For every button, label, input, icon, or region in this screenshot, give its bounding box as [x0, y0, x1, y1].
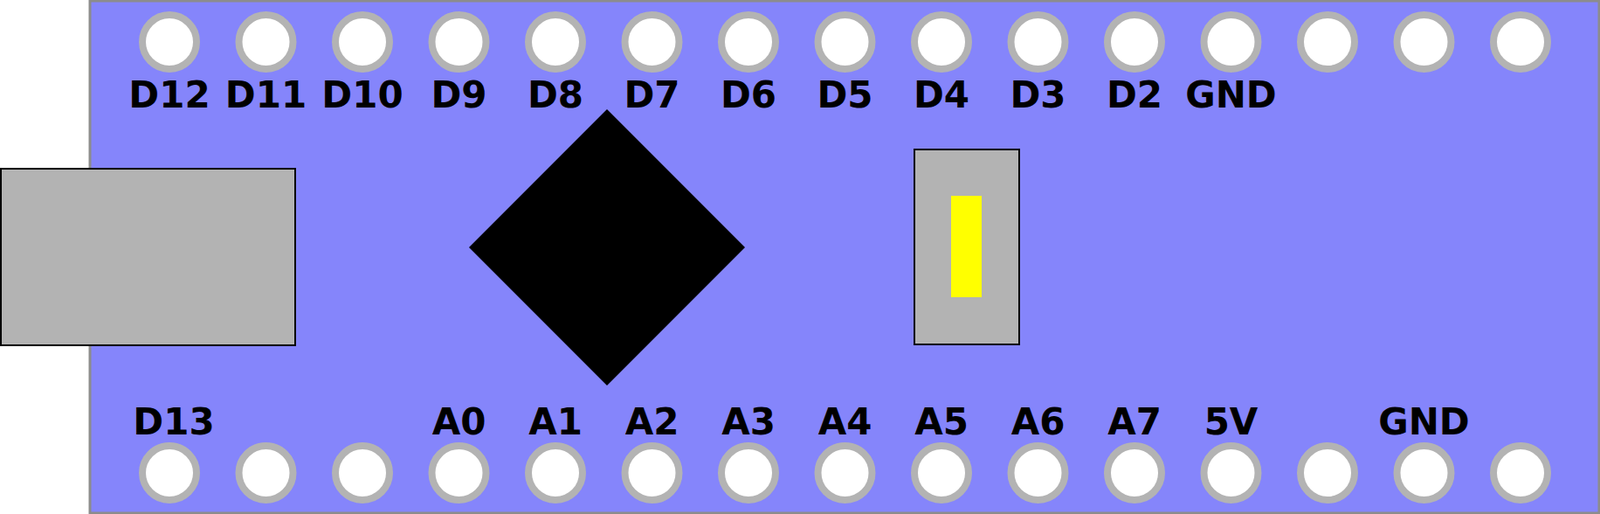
usb-connector	[0, 168, 296, 345]
pin-hole	[432, 14, 487, 69]
pin-hole	[1397, 445, 1452, 500]
pin-label: GND	[1185, 76, 1277, 114]
pin-hole	[721, 14, 776, 69]
pin-hole	[528, 14, 583, 69]
pin-label: A0	[432, 403, 487, 441]
board	[89, 0, 1600, 513]
button-led	[951, 195, 982, 297]
pin-hole	[1300, 445, 1355, 500]
pin-label: D12	[128, 76, 210, 114]
pin-hole	[142, 14, 197, 69]
pin-label: A7	[1107, 403, 1162, 441]
pin-label: D11	[225, 76, 307, 114]
pin-hole	[1493, 445, 1548, 500]
pin-hole	[914, 14, 969, 69]
pin-label: D4	[913, 76, 970, 114]
reset-button	[914, 149, 1020, 345]
pin-label: D10	[321, 76, 403, 114]
pin-hole	[625, 445, 680, 500]
pin-hole	[1493, 14, 1548, 69]
pin-hole	[818, 445, 873, 500]
pin-hole	[1011, 14, 1066, 69]
pin-label: A4	[818, 403, 873, 441]
pin-hole	[1204, 445, 1259, 500]
pin-hole	[335, 14, 390, 69]
pin-label: D8	[527, 76, 584, 114]
pin-label: D3	[1009, 76, 1066, 114]
pin-hole	[625, 14, 680, 69]
pin-label: D9	[430, 76, 487, 114]
pin-label: A1	[528, 403, 583, 441]
pin-hole	[721, 445, 776, 500]
pin-hole	[1204, 14, 1259, 69]
pin-hole	[335, 445, 390, 500]
pin-label: D2	[1106, 76, 1163, 114]
pin-hole	[914, 445, 969, 500]
pin-hole	[239, 445, 294, 500]
pin-hole	[239, 14, 294, 69]
pin-label: GND	[1378, 403, 1470, 441]
pin-hole	[1300, 14, 1355, 69]
pin-hole	[818, 14, 873, 69]
pin-hole	[1107, 445, 1162, 500]
pin-hole	[142, 445, 197, 500]
pin-group	[142, 14, 1548, 500]
pin-hole	[432, 445, 487, 500]
pin-hole	[1011, 445, 1066, 500]
pin-label: D13	[132, 403, 214, 441]
pin-hole	[528, 445, 583, 500]
pin-label: D5	[816, 76, 873, 114]
chip	[468, 109, 745, 386]
pin-label: A5	[914, 403, 969, 441]
pin-label: A3	[721, 403, 776, 441]
pin-hole	[1397, 14, 1452, 69]
pin-label: D7	[623, 76, 680, 114]
pin-label: A2	[625, 403, 680, 441]
pin-label: A6	[1011, 403, 1066, 441]
pin-label: 5V	[1204, 403, 1259, 441]
pin-hole	[1107, 14, 1162, 69]
pin-label: D6	[720, 76, 777, 114]
